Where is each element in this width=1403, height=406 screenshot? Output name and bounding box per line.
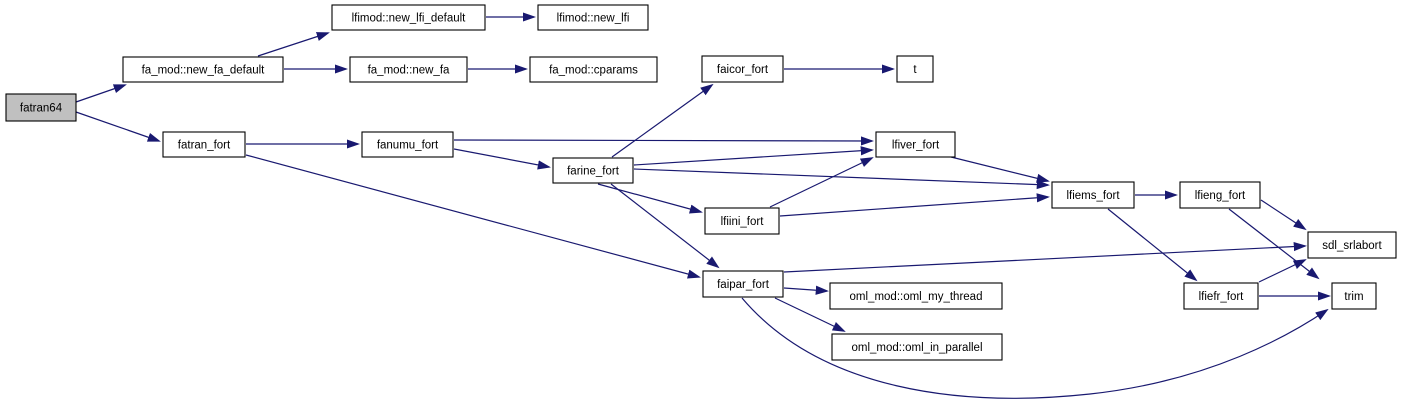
edge-lfiefr_fort-sdl_srlabort	[1258, 259, 1307, 283]
node-label: farine_fort	[567, 166, 620, 178]
edge-farine_fort-lfiems_fort	[633, 168, 1050, 190]
edge-fatran64-fatran_fort	[75, 111, 161, 142]
edge-faipar_fort-oml_my_thread	[783, 285, 829, 295]
node-label: lfimod::new_lfi	[557, 13, 630, 25]
node-label: t	[913, 64, 917, 76]
edges-layer	[75, 12, 1331, 399]
nodes-layer: fatran64 fa_mod::new_fa_default lfimod::…	[5, 4, 1397, 361]
edge-lfiini_fort-lfiems_fort	[779, 193, 1050, 217]
node-label: sdl_srlabort	[1322, 240, 1382, 252]
edge-farine_fort-lfiini_fort	[597, 183, 703, 214]
node-lfimod-new_lfi_default[interactable]: lfimod::new_lfi_default	[331, 4, 486, 31]
edge-faipar_fort-sdl_srlabort	[783, 241, 1307, 273]
edge-fatran64-new_fa_default	[75, 84, 127, 103]
node-label: lfiefr_fort	[1199, 291, 1245, 303]
edge-lfiver_fort-lfiems_fort	[950, 156, 1050, 183]
node-faipar_fort[interactable]: faipar_fort	[702, 270, 784, 298]
node-fatran64: fatran64	[5, 93, 77, 122]
node-lfiems_fort[interactable]: lfiems_fort	[1051, 181, 1135, 209]
edge-fatran_fort-faipar_fort	[245, 154, 701, 279]
node-t[interactable]: t	[896, 55, 934, 83]
node-fa_mod-cparams[interactable]: fa_mod::cparams	[529, 56, 658, 83]
edge-lfieng_fort-sdl_srlabort	[1260, 199, 1307, 231]
edge-lfieng_fort-trim	[1228, 208, 1320, 280]
node-lfieng_fort[interactable]: lfieng_fort	[1179, 181, 1261, 209]
node-fatran_fort[interactable]: fatran_fort	[162, 131, 246, 158]
node-lfiefr_fort[interactable]: lfiefr_fort	[1183, 282, 1259, 310]
node-label: fanumu_fort	[377, 140, 439, 152]
node-label: lfiems_fort	[1066, 190, 1120, 202]
node-label: fa_mod::new_fa_default	[142, 65, 266, 77]
node-faicor_fort[interactable]: faicor_fort	[701, 55, 784, 83]
edge-lfiini_fort-lfiver_fort	[769, 157, 874, 208]
node-label: fa_mod::new_fa	[368, 65, 450, 77]
node-oml_mod-oml_my_thread[interactable]: oml_mod::oml_my_thread	[829, 282, 1003, 310]
edge-lfiems_fort-lfiefr_fort	[1107, 208, 1198, 282]
node-sdl_srlabort[interactable]: sdl_srlabort	[1307, 231, 1397, 259]
node-oml_mod-oml_in_parallel[interactable]: oml_mod::oml_in_parallel	[831, 333, 1003, 361]
node-farine_fort[interactable]: farine_fort	[552, 157, 634, 184]
node-label: faicor_fort	[717, 64, 769, 76]
node-label: lfimod::new_lfi_default	[352, 13, 467, 25]
node-lfimod-new_lfi[interactable]: lfimod::new_lfi	[537, 4, 649, 31]
edge-fanumu_fort-farine_fort	[453, 148, 551, 170]
node-lfiver_fort[interactable]: lfiver_fort	[875, 131, 956, 158]
edge-fanumu_fort-lfiver_fort	[453, 136, 874, 146]
node-fa_mod-new_fa[interactable]: fa_mod::new_fa	[349, 56, 468, 83]
node-label: lfiver_fort	[892, 140, 940, 152]
node-trim[interactable]: trim	[1331, 282, 1377, 310]
edge-farine_fort-lfiver_fort	[633, 146, 874, 166]
node-label: oml_mod::oml_in_parallel	[851, 342, 982, 354]
node-fanumu_fort[interactable]: fanumu_fort	[361, 131, 454, 158]
node-fa_mod-new_fa_default[interactable]: fa_mod::new_fa_default	[122, 56, 284, 83]
edge-farine_fort-faicor_fort	[611, 83, 714, 158]
node-lfiini_fort[interactable]: lfiini_fort	[704, 207, 780, 235]
node-label: lfieng_fort	[1195, 190, 1246, 202]
node-label: fa_mod::cparams	[549, 65, 638, 77]
node-label: fatran_fort	[178, 140, 231, 152]
node-label: fatran64	[20, 103, 63, 115]
edge-faipar_fort-trim	[741, 297, 1329, 399]
node-label: trim	[1344, 291, 1363, 303]
edge-new_fa_default-new_lfi_default	[257, 32, 330, 57]
edge-faipar_fort-oml_in_parallel	[774, 297, 846, 332]
edge-farine_fort-faipar_fort	[610, 183, 720, 269]
node-label: lfiini_fort	[721, 216, 765, 228]
node-label: oml_mod::oml_my_thread	[850, 291, 983, 303]
node-label: faipar_fort	[717, 279, 770, 291]
